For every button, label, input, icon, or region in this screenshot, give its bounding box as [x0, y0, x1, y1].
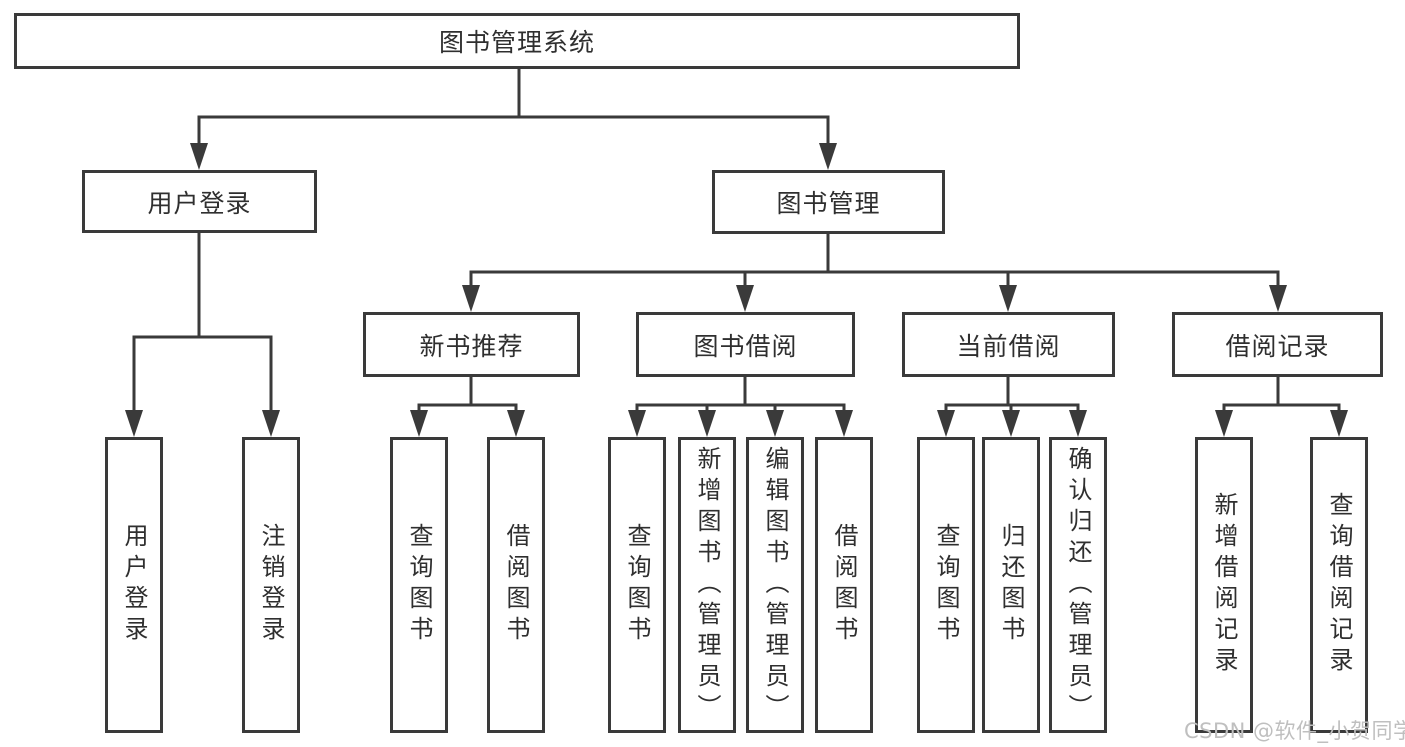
- node-leaf-borrow-books-recommend-label: 借阅图书: [502, 523, 530, 647]
- node-leaf-query-borrow-record: 查询借阅记录: [1310, 437, 1368, 733]
- arrowhead-icon: [698, 410, 716, 437]
- arrowhead-icon: [766, 410, 784, 437]
- node-user-login-branch: 用户登录: [82, 170, 317, 233]
- arrowhead-icon: [937, 410, 955, 437]
- connector-book-branch: [469, 234, 1280, 290]
- node-leaf-borrow-books-label: 借阅图书: [830, 523, 858, 647]
- node-leaf-user-login: 用户登录: [105, 437, 163, 733]
- arrowhead-icon: [507, 410, 525, 437]
- node-leaf-query-books-recommend-label: 查询图书: [405, 523, 433, 647]
- csdn-watermark: CSDN @软件_小贺同学: [1184, 719, 1405, 743]
- node-leaf-logout-label: 注销登录: [257, 523, 285, 647]
- connector-group-book-borrow: [635, 377, 846, 413]
- node-book-management-branch-label: 图书管理: [776, 189, 881, 218]
- arrowhead-icon: [262, 410, 280, 437]
- node-root-label: 图书管理系统: [438, 28, 595, 57]
- node-leaf-return-book: 归还图书: [982, 437, 1040, 733]
- node-leaf-query-borrow-record-label: 查询借阅记录: [1325, 492, 1353, 678]
- node-leaf-user-login-label: 用户登录: [120, 523, 148, 647]
- arrowhead-icon: [1269, 285, 1287, 312]
- node-group-current-borrow-label: 当前借阅: [956, 331, 1061, 361]
- node-user-login-branch-label: 用户登录: [147, 188, 252, 218]
- node-leaf-add-book-admin: 新增图书（管理员）: [678, 437, 736, 733]
- node-group-book-borrow-label: 图书借阅: [693, 331, 798, 361]
- arrowhead-icon: [1069, 410, 1087, 437]
- node-root: 图书管理系统: [14, 13, 1020, 69]
- connector-root: [197, 69, 830, 146]
- node-leaf-logout: 注销登录: [242, 437, 300, 733]
- arrowhead-icon: [835, 410, 853, 437]
- node-leaf-confirm-return-admin: 确认归还（管理员）: [1049, 437, 1107, 733]
- node-leaf-borrow-books-recommend: 借阅图书: [487, 437, 545, 733]
- node-group-book-borrow: 图书借阅: [636, 312, 855, 377]
- arrowhead-icon: [462, 285, 480, 312]
- node-leaf-query-books-recommend: 查询图书: [390, 437, 448, 733]
- node-leaf-add-borrow-record: 新增借阅记录: [1195, 437, 1253, 733]
- arrowhead-icon: [628, 410, 646, 437]
- arrowhead-icon: [1330, 410, 1348, 437]
- arrowhead-icon: [1002, 410, 1020, 437]
- node-leaf-return-book-label: 归还图书: [997, 523, 1025, 647]
- node-leaf-borrow-books: 借阅图书: [815, 437, 873, 733]
- connector-group-new-book: [417, 377, 518, 413]
- connector-group-current-borrow: [944, 377, 1080, 413]
- node-leaf-query-books-current-label: 查询图书: [932, 523, 960, 647]
- node-leaf-confirm-return-admin-label: 确认归还（管理员）: [1064, 445, 1092, 725]
- node-group-borrow-records-label: 借阅记录: [1225, 331, 1330, 361]
- arrowhead-icon: [190, 143, 208, 170]
- node-group-new-book-recommend-label: 新书推荐: [419, 331, 524, 361]
- arrowhead-icon: [999, 285, 1017, 312]
- node-leaf-add-book-admin-label: 新增图书（管理员）: [693, 445, 721, 725]
- node-group-current-borrow: 当前借阅: [902, 312, 1115, 377]
- connector-group-borrow-records: [1222, 377, 1341, 413]
- node-group-borrow-records: 借阅记录: [1172, 312, 1383, 377]
- arrowhead-icon: [410, 410, 428, 437]
- node-leaf-query-books-borrow-label: 查询图书: [623, 523, 651, 647]
- node-leaf-query-books-borrow: 查询图书: [608, 437, 666, 733]
- node-leaf-edit-book-admin: 编辑图书（管理员）: [746, 437, 804, 733]
- connector-user-branch: [132, 233, 273, 413]
- arrowhead-icon: [819, 143, 837, 170]
- node-leaf-add-borrow-record-label: 新增借阅记录: [1210, 492, 1238, 678]
- node-leaf-edit-book-admin-label: 编辑图书（管理员）: [761, 445, 789, 725]
- node-leaf-query-books-current: 查询图书: [917, 437, 975, 733]
- arrowhead-icon: [1215, 410, 1233, 437]
- arrowhead-icon: [736, 285, 754, 312]
- arrowhead-icon: [125, 410, 143, 437]
- node-group-new-book-recommend: 新书推荐: [363, 312, 580, 377]
- node-book-management-branch: 图书管理: [712, 170, 945, 234]
